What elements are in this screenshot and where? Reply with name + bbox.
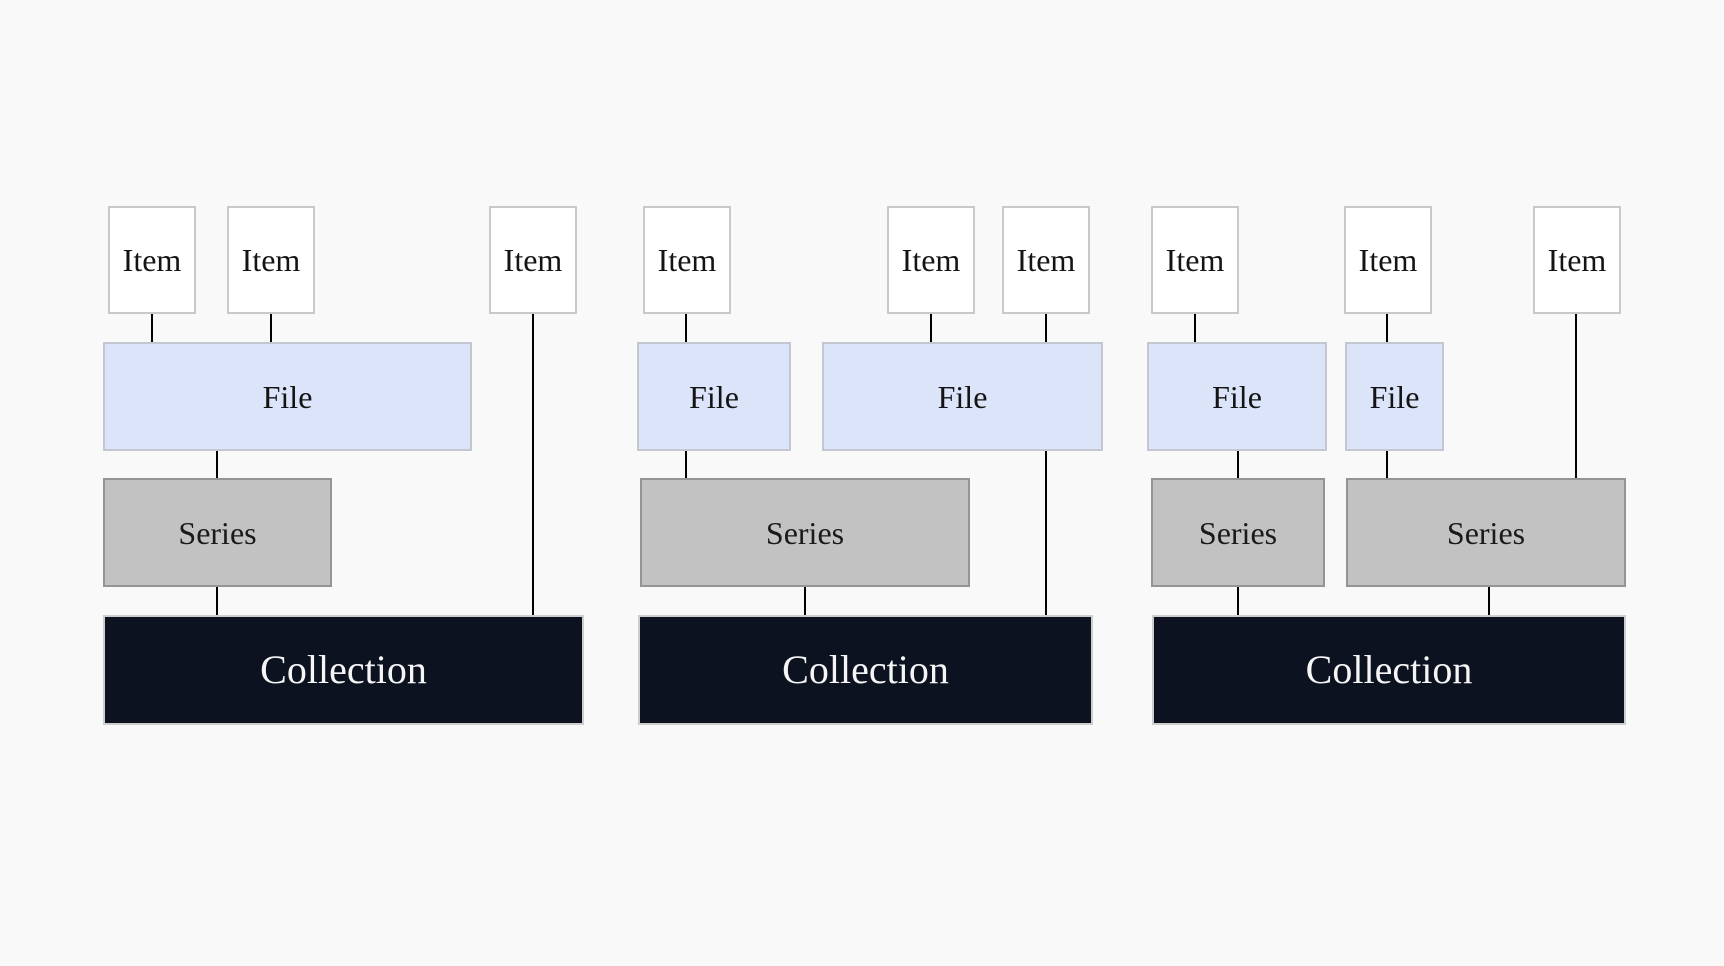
diagram-node-collection-2: Collection: [638, 615, 1093, 725]
connector-item-7--file-4: [1194, 310, 1196, 348]
diagram-node-item-3: Item: [489, 206, 577, 314]
diagram-node-collection-1: Collection: [103, 615, 584, 725]
connector-item-6--file-3: [1045, 310, 1047, 348]
connector-series-4--collection-3: [1488, 583, 1490, 621]
connector-item-3--collection-1: [532, 310, 534, 621]
diagram-node-collection-3: Collection: [1152, 615, 1626, 725]
diagram-node-item-1: Item: [108, 206, 196, 314]
diagram-node-series-4: Series: [1346, 478, 1626, 587]
connector-series-1--collection-1: [216, 583, 218, 621]
diagram-node-item-9: Item: [1533, 206, 1621, 314]
connector-item-8--file-5: [1386, 310, 1388, 348]
diagram-node-item-6: Item: [1002, 206, 1090, 314]
connector-file-1--series-1: [216, 447, 218, 484]
connector-file-5--series-4: [1386, 447, 1388, 484]
connector-item-1--file-1: [151, 310, 153, 348]
diagram-node-file-4: File: [1147, 342, 1327, 451]
connector-series-3--collection-3: [1237, 583, 1239, 621]
diagram-node-series-1: Series: [103, 478, 332, 587]
diagram-node-series-2: Series: [640, 478, 970, 587]
diagram-node-file-2: File: [637, 342, 791, 451]
diagram-node-series-3: Series: [1151, 478, 1325, 587]
connector-item-2--file-1: [270, 310, 272, 348]
diagram-node-file-3: File: [822, 342, 1103, 451]
diagram-node-file-5: File: [1345, 342, 1444, 451]
connector-series-2--collection-2: [804, 583, 806, 621]
connector-item-9--series-4: [1575, 310, 1577, 484]
connector-item-5--file-3: [930, 310, 932, 348]
connector-file-3--collection-2: [1045, 447, 1047, 621]
diagram-node-item-7: Item: [1151, 206, 1239, 314]
diagram-node-item-4: Item: [643, 206, 731, 314]
connector-item-4--file-2: [685, 310, 687, 348]
diagram-node-item-5: Item: [887, 206, 975, 314]
diagram-node-file-1: File: [103, 342, 472, 451]
connector-file-4--series-3: [1237, 447, 1239, 484]
connector-file-2--series-2: [685, 447, 687, 484]
diagram-node-item-2: Item: [227, 206, 315, 314]
diagram-node-item-8: Item: [1344, 206, 1432, 314]
